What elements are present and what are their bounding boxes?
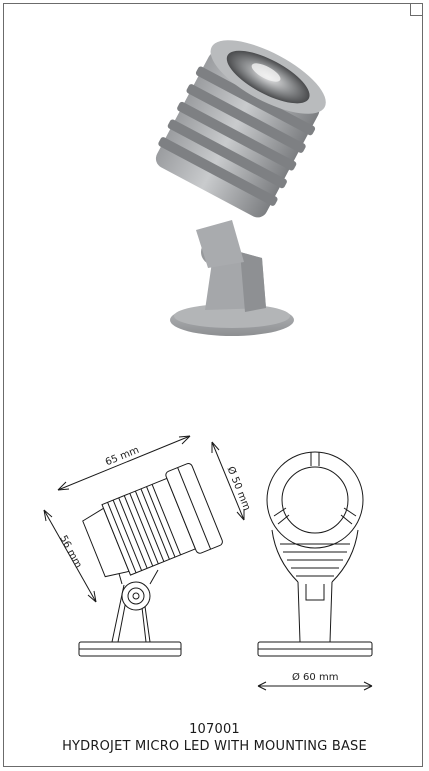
product-photo bbox=[155, 40, 326, 336]
dim-length-label: 65 mm bbox=[104, 445, 141, 468]
product-code: 107001 bbox=[189, 722, 240, 737]
front-head-inner bbox=[281, 466, 349, 534]
product-name: HYDROJET MICRO LED WITH MOUNTING BASE bbox=[62, 739, 367, 754]
front-ribs bbox=[280, 543, 350, 577]
dim-height-label: 56 mm bbox=[57, 534, 83, 570]
side-pivot bbox=[121, 581, 151, 611]
dim-length-line bbox=[57, 435, 191, 491]
front-stand bbox=[297, 581, 333, 643]
dim-height-line bbox=[43, 509, 97, 603]
side-stand bbox=[111, 584, 151, 643]
corner-mark bbox=[410, 4, 422, 16]
dim-head-label: Ø 50 mm bbox=[225, 465, 254, 513]
dim-head-line bbox=[211, 441, 245, 521]
dim-base-label: Ø 60 mm bbox=[292, 671, 338, 683]
